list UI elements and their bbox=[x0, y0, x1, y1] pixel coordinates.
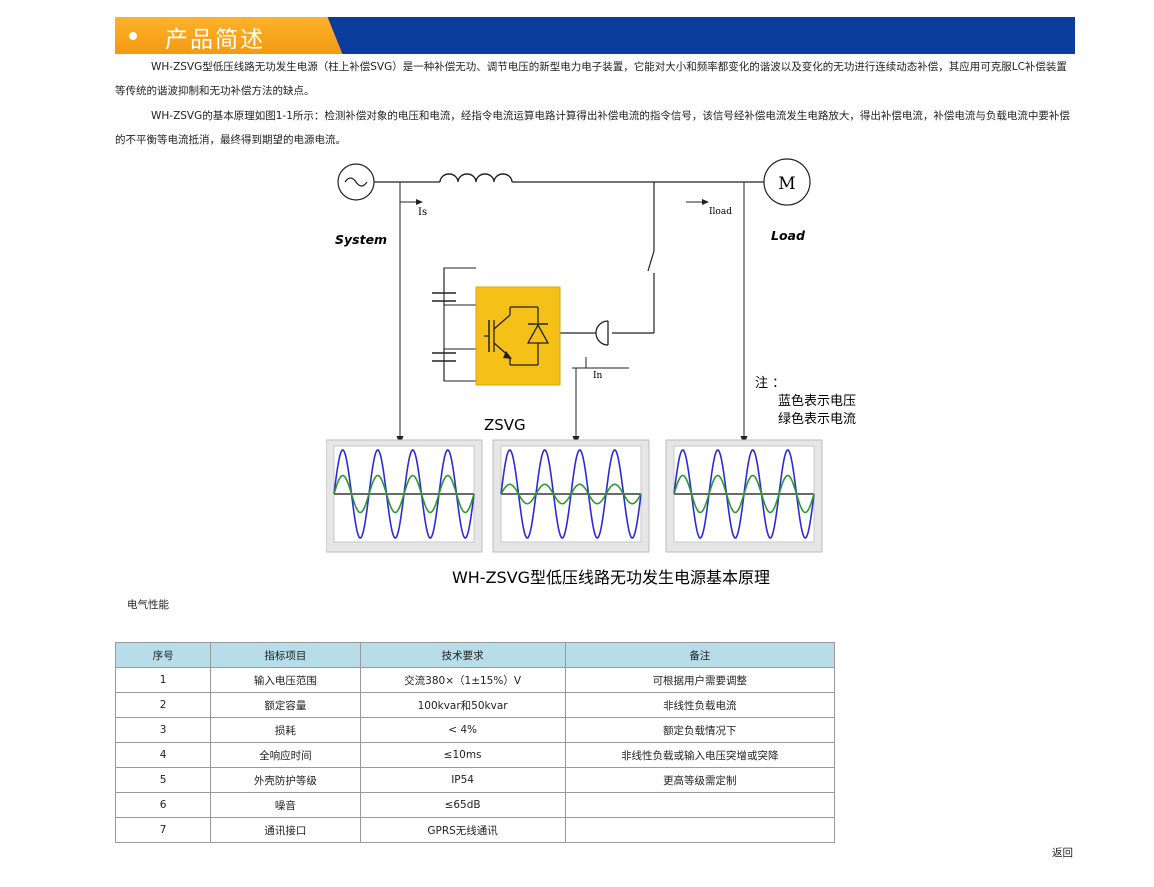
current-wave bbox=[333, 474, 475, 514]
waveform-panel-1 bbox=[325, 439, 483, 553]
iload-label: Iload bbox=[709, 207, 732, 217]
spec-table: 序号 指标项目 技术要求 备注 1 输入电压范围 交流380×（1±15%）V … bbox=[114, 642, 836, 843]
section-header: 产品简述 bbox=[115, 17, 1075, 54]
capacitor-icon bbox=[432, 268, 456, 381]
header-cell: 备注 bbox=[564, 642, 836, 668]
table-cell: IP54 bbox=[359, 767, 566, 793]
table-cell: 5 bbox=[114, 767, 212, 793]
table-cell: 非线性负载或输入电压突增或突降 bbox=[564, 742, 836, 768]
in-label: In bbox=[593, 371, 603, 381]
header-cell: 技术要求 bbox=[359, 642, 566, 668]
table-cell: 额定容量 bbox=[210, 692, 361, 718]
waveform-panel-3 bbox=[665, 439, 823, 553]
table-cell: 输入电压范围 bbox=[210, 667, 361, 693]
table-cell: 噪音 bbox=[210, 792, 361, 818]
bullet-icon bbox=[129, 32, 137, 40]
current-wave bbox=[500, 483, 642, 505]
section-title: 产品简述 bbox=[165, 27, 265, 53]
header-cell: 指标项目 bbox=[210, 642, 361, 668]
note-line-2: 绿色表示电流 bbox=[778, 411, 856, 427]
table-cell: 3 bbox=[114, 717, 212, 743]
table-cell: 6 bbox=[114, 792, 212, 818]
section-label-electrical: 电气性能 bbox=[127, 599, 169, 611]
motor-icon: M bbox=[763, 158, 811, 206]
table-cell: 交流380×（1±15%）V bbox=[359, 667, 566, 693]
header-cell: 序号 bbox=[114, 642, 212, 668]
table-cell bbox=[564, 817, 836, 843]
table-cell: 100kvar和50kvar bbox=[359, 692, 566, 718]
current-transformer-icon bbox=[595, 320, 609, 346]
table-row: 6 噪音 ≤65dB bbox=[114, 792, 836, 818]
zsvg-device bbox=[475, 286, 561, 386]
table-cell: 额定负载情况下 bbox=[564, 717, 836, 743]
table-row: 4 全响应时间 ≤10ms 非线性负载或输入电压突增或突降 bbox=[114, 742, 836, 768]
table-cell: 外壳防护等级 bbox=[210, 767, 361, 793]
motor-label: M bbox=[778, 174, 795, 194]
table-cell: < 4% bbox=[359, 717, 566, 743]
diagram-caption: WH-ZSVG型低压线路无功发生电源基本原理 bbox=[452, 568, 770, 587]
table-row: 7 通讯接口 GPRS无线通讯 bbox=[114, 817, 836, 843]
table-row: 3 损耗 < 4% 额定负载情况下 bbox=[114, 717, 836, 743]
table-cell: 通讯接口 bbox=[210, 817, 361, 843]
table-row: 5 外壳防护等级 IP54 更高等级需定制 bbox=[114, 767, 836, 793]
table-header-row: 序号 指标项目 技术要求 备注 bbox=[114, 642, 836, 668]
table-cell: ≤10ms bbox=[359, 742, 566, 768]
table-row: 2 额定容量 100kvar和50kvar 非线性负载电流 bbox=[114, 692, 836, 718]
back-link[interactable]: 返回 bbox=[1052, 847, 1073, 859]
table-row: 1 输入电压范围 交流380×（1±15%）V 可根据用户需要调整 bbox=[114, 667, 836, 693]
note-line-1: 蓝色表示电压 bbox=[778, 393, 856, 409]
system-label: System bbox=[335, 232, 387, 247]
intro-paragraph-1: WH-ZSVG型低压线路无功发生电源（柱上补偿SVG）是一种补偿无功、调节电压的… bbox=[115, 61, 1067, 97]
table-cell: 全响应时间 bbox=[210, 742, 361, 768]
table-cell: 4 bbox=[114, 742, 212, 768]
intro-paragraph-2: WH-ZSVG的基本原理如图1-1所示：检测补偿对象的电压和电流，经指令电流运算… bbox=[115, 110, 1070, 146]
waveform-panel-2 bbox=[492, 439, 650, 553]
ac-source-icon bbox=[337, 163, 375, 201]
table-cell: 更高等级需定制 bbox=[564, 767, 836, 793]
is-label: Is bbox=[418, 207, 427, 218]
table-cell bbox=[564, 792, 836, 818]
principle-diagram: M Is Iload System Load In bbox=[325, 155, 896, 595]
table-cell: 可根据用户需要调整 bbox=[564, 667, 836, 693]
table-cell: 非线性负载电流 bbox=[564, 692, 836, 718]
table-cell: 1 bbox=[114, 667, 212, 693]
header-tab bbox=[115, 17, 327, 54]
table-cell: ≤65dB bbox=[359, 792, 566, 818]
inductor-icon bbox=[439, 173, 516, 183]
load-label: Load bbox=[771, 228, 806, 243]
note-title: 注 ： bbox=[755, 376, 785, 391]
table-cell: GPRS无线通讯 bbox=[359, 817, 566, 843]
table-cell: 损耗 bbox=[210, 717, 361, 743]
current-wave bbox=[673, 474, 815, 514]
table-cell: 2 bbox=[114, 692, 212, 718]
device-label: ZSVG bbox=[484, 416, 526, 434]
table-cell: 7 bbox=[114, 817, 212, 843]
